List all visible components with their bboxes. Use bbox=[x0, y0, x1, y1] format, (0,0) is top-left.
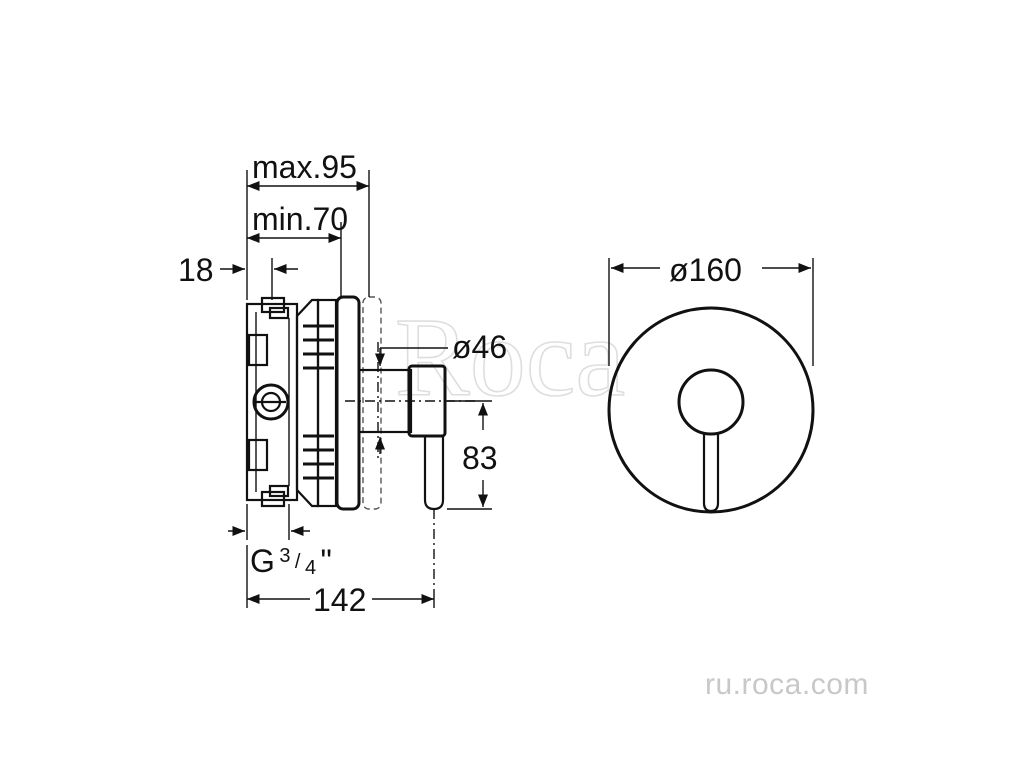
lever-height-label: 83 bbox=[462, 440, 498, 476]
wall-plate-ghost bbox=[362, 296, 382, 510]
wall-plate-front bbox=[607, 306, 815, 514]
dim-d46: ø46 bbox=[374, 329, 507, 454]
dim-min-70: min.70 bbox=[247, 201, 348, 297]
upper-port bbox=[247, 333, 269, 367]
top-nut bbox=[268, 306, 290, 320]
bottom-connector-left bbox=[260, 490, 286, 508]
top-connector-left bbox=[260, 296, 286, 314]
lower-port bbox=[247, 438, 269, 472]
cartridge-ribs bbox=[303, 324, 334, 480]
dim-142: 142 bbox=[246, 545, 435, 618]
plate-diameter-label: ø160 bbox=[669, 252, 742, 288]
bottom-nut bbox=[268, 484, 290, 498]
logo-watermark: Roca bbox=[395, 296, 625, 420]
dim-d160: ø160 bbox=[608, 252, 814, 366]
lever-side bbox=[423, 436, 445, 511]
dim-thread: G 3 / 4 " bbox=[228, 504, 332, 579]
website-watermark: ru.roca.com bbox=[705, 668, 869, 701]
side-view bbox=[245, 295, 478, 592]
offset-label: 18 bbox=[178, 252, 214, 288]
lever-front bbox=[702, 434, 720, 513]
dim-max-95: max.95 bbox=[246, 149, 370, 300]
min-depth-label: min.70 bbox=[252, 201, 348, 237]
handle-knob-front bbox=[677, 368, 745, 436]
inlet-fitting bbox=[252, 383, 290, 421]
cartridge-body bbox=[295, 298, 320, 508]
handle-diameter-label: ø46 bbox=[452, 329, 507, 365]
dim-83: 83 bbox=[447, 400, 498, 510]
dim-18: 18 bbox=[178, 252, 298, 300]
total-length-label: 142 bbox=[313, 582, 366, 618]
thread-label: G 3 / 4 " bbox=[250, 543, 332, 579]
front-view bbox=[607, 306, 815, 514]
wall-plate-side bbox=[335, 295, 361, 511]
max-depth-label: max.95 bbox=[252, 149, 357, 185]
